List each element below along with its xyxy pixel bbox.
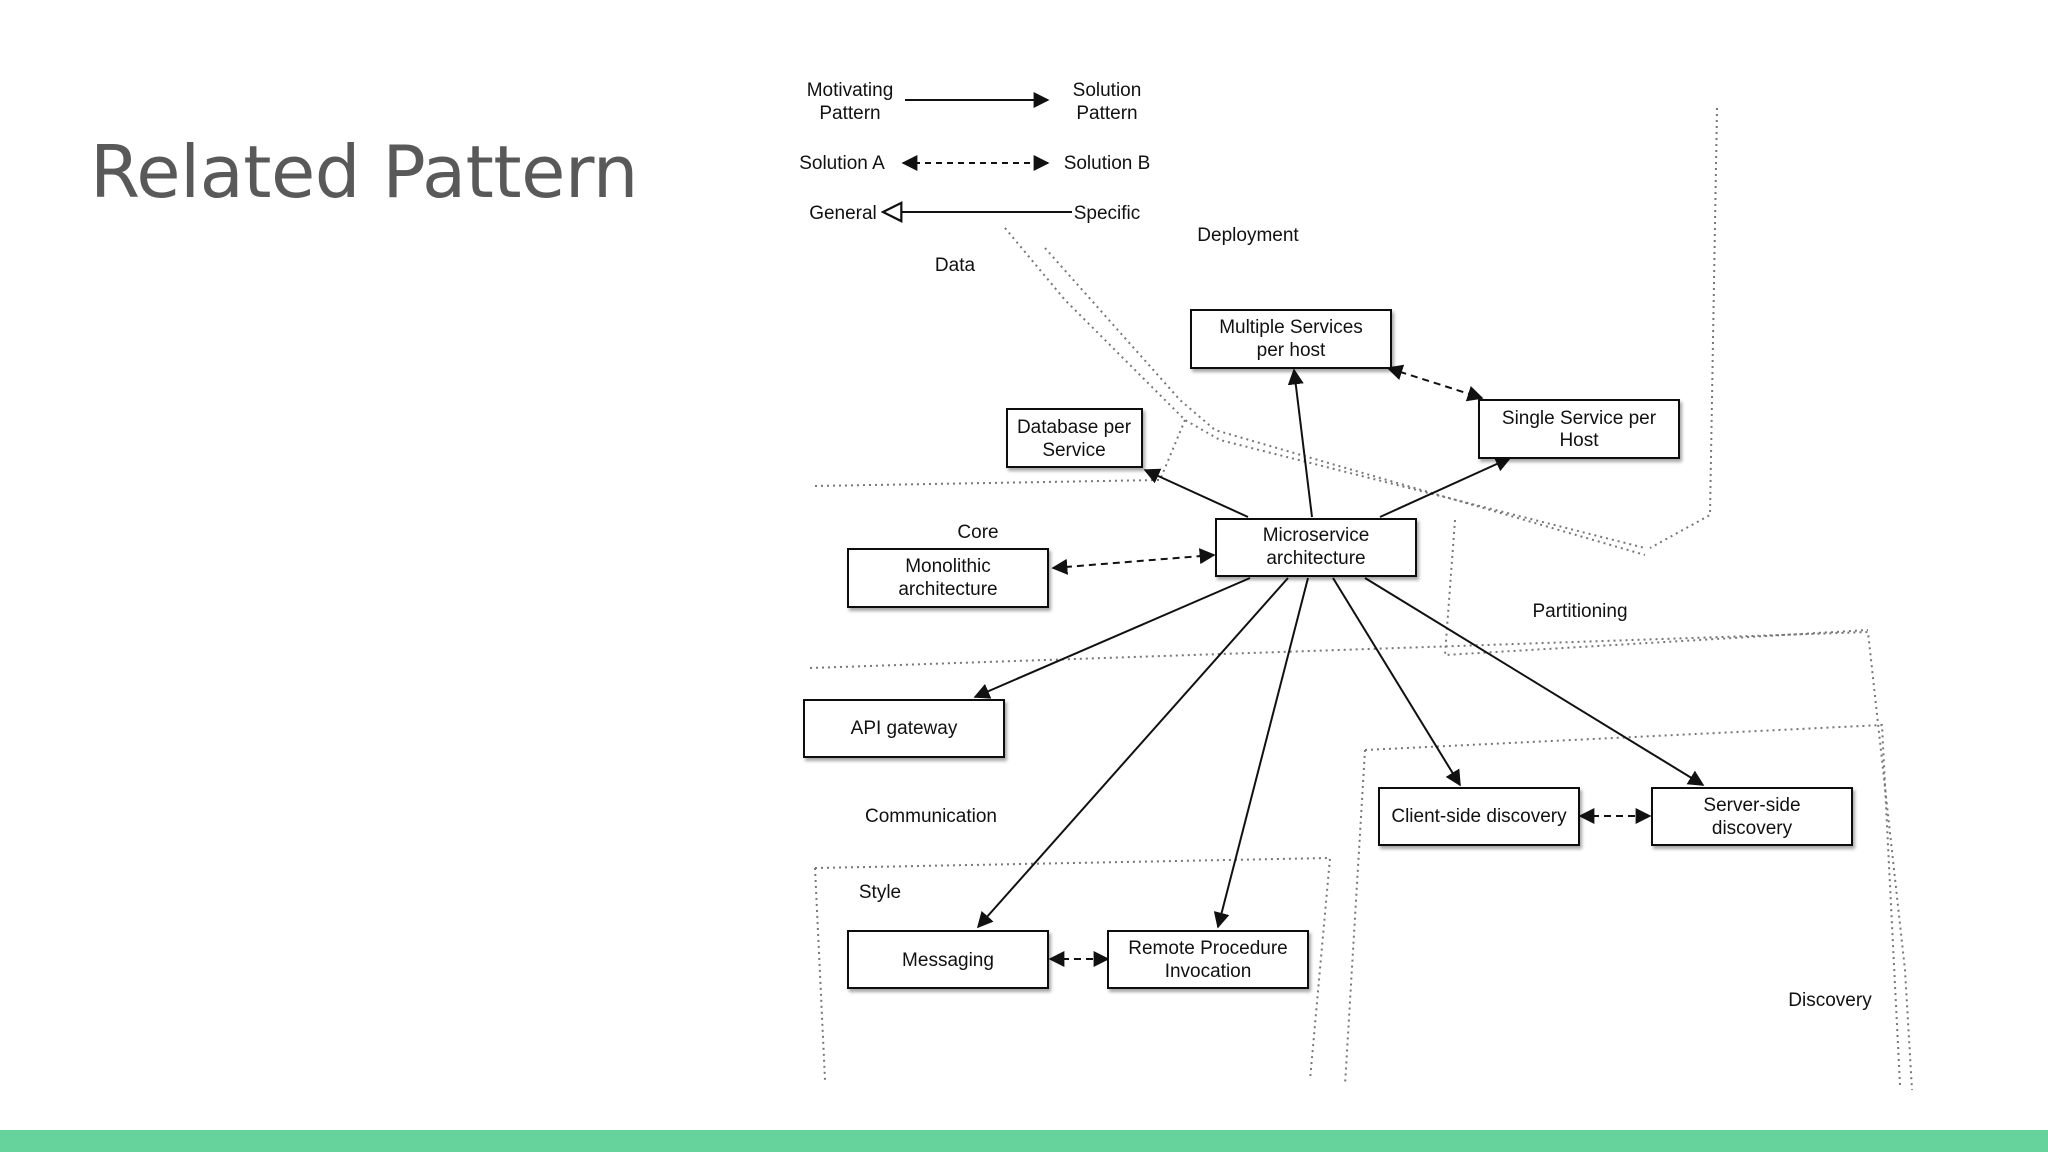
edge-micro-to-client-discovery (1332, 577, 1461, 787)
node-monolithic-architecture: Monolithic architecture (847, 548, 1049, 608)
node-api-gateway: API gateway (803, 699, 1005, 758)
region-labels: Deployment Data Core Partitioning Commun… (859, 225, 1872, 1011)
node-server-discovery-line1: Server-side (1703, 795, 1800, 816)
node-database-per-service: Database per Service (1006, 408, 1143, 468)
node-client-side-discovery: Client-side discovery (1378, 787, 1580, 846)
node-multiple-services-line2: per host (1257, 340, 1326, 361)
node-monolithic-line2: architecture (898, 579, 997, 600)
region-label-discovery: Discovery (1788, 990, 1872, 1011)
nodes: Multiple Services per host Single Servic… (803, 309, 1853, 989)
edge-micro-to-multiple-services (1287, 368, 1313, 518)
legend-motivating-line1: Motivating (807, 80, 894, 101)
edge-micro-to-single-service (1379, 456, 1512, 518)
node-server-discovery-line2: discovery (1712, 818, 1793, 839)
slide-title: Related Pattern (90, 130, 638, 214)
region-label-core: Core (957, 522, 998, 543)
region-label-style: Style (859, 882, 901, 903)
legend-general: General (809, 203, 877, 224)
node-messaging: Messaging (847, 930, 1049, 989)
legend: Motivating Pattern Solution Pattern Solu… (799, 80, 1150, 224)
node-server-side-discovery: Server-side discovery (1651, 787, 1853, 846)
data-boundary (814, 419, 1186, 487)
edge-micro-to-rpi (1213, 577, 1309, 929)
node-multiple-services: Multiple Services per host (1190, 309, 1392, 369)
node-rpi-line2: Invocation (1165, 961, 1252, 982)
legend-solution-a: Solution A (799, 153, 885, 174)
partitioning-boundary (1443, 519, 1869, 657)
region-label-partitioning: Partitioning (1532, 601, 1627, 622)
node-single-service-line2: Host (1559, 430, 1599, 451)
edge-multiple-single-alt (1386, 364, 1484, 402)
node-multiple-services-line1: Multiple Services (1219, 317, 1363, 338)
node-single-service-line1: Single Service per (1502, 408, 1657, 429)
node-database-line2: Service (1042, 440, 1105, 461)
deployment-boundary (1004, 227, 1646, 549)
legend-motivating-line2: Pattern (819, 103, 880, 124)
node-microservice-line1: Microservice (1263, 525, 1370, 546)
edge-micro-to-database (1143, 468, 1249, 518)
edge-micro-to-api-gateway (973, 577, 1251, 699)
node-client-discovery-label: Client-side discovery (1391, 806, 1567, 827)
node-monolithic-line1: Monolithic (905, 556, 991, 577)
region-label-communication: Communication (865, 806, 997, 827)
discovery-left-boundary (1344, 749, 1366, 1086)
edges (973, 364, 1705, 967)
legend-solution-line1: Solution (1073, 80, 1142, 101)
region-boundaries (809, 107, 1913, 1091)
region-label-deployment: Deployment (1197, 225, 1299, 246)
node-messaging-label: Messaging (902, 950, 994, 971)
node-database-line1: Database per (1017, 417, 1132, 438)
legend-specific: Specific (1074, 203, 1141, 224)
node-microservice-line2: architecture (1266, 548, 1365, 569)
right-boundary (1649, 107, 1718, 549)
node-remote-procedure-invocation: Remote Procedure Invocation (1107, 930, 1309, 989)
node-api-gateway-label: API gateway (851, 718, 958, 739)
style-left-boundary (814, 867, 826, 1081)
edge-monolith-micro-alt (1051, 548, 1216, 575)
core-boundary (809, 630, 1913, 1091)
legend-solution-line2: Pattern (1076, 103, 1137, 124)
edge-micro-to-messaging (976, 577, 1289, 929)
node-rpi-line1: Remote Procedure (1128, 938, 1287, 959)
discovery-boundary (1364, 723, 1901, 1086)
node-single-service: Single Service per Host (1478, 399, 1680, 459)
accent-bar (0, 1130, 2048, 1152)
node-microservice-architecture: Microservice architecture (1215, 518, 1417, 577)
edge-micro-to-server-discovery (1364, 577, 1705, 786)
region-label-data: Data (935, 255, 976, 276)
legend-solution-b: Solution B (1064, 153, 1151, 174)
